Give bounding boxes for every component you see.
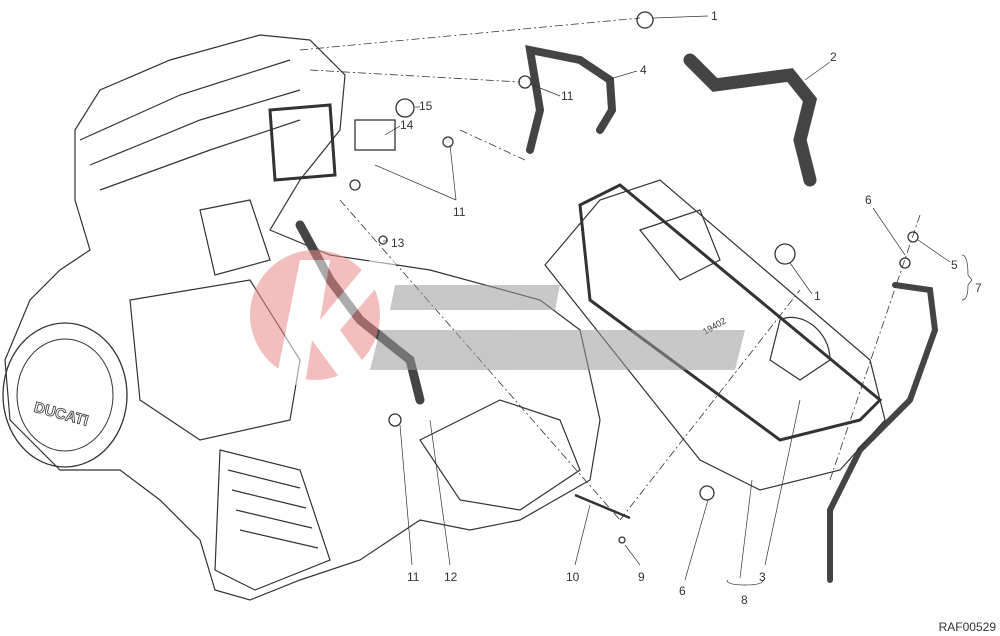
callout-13: 13 (391, 236, 405, 250)
fitting-5 (907, 231, 919, 243)
clamp-1b (774, 243, 796, 265)
callout-5: 5 (951, 258, 958, 272)
callout-1: 1 (814, 289, 821, 303)
callout-14: 14 (400, 118, 414, 132)
engine-block (4, 34, 601, 601)
clutch-cover: DUCATI (2, 322, 128, 468)
callout-11: 11 (407, 570, 420, 584)
callout-6: 6 (865, 193, 872, 207)
cover-gasket (578, 183, 883, 442)
callout-2: 2 (830, 50, 837, 64)
grommet-6 (699, 485, 715, 501)
plug-15 (395, 98, 415, 118)
hose-7 (827, 282, 939, 583)
ducati-logo: DUCATI (32, 399, 90, 430)
clamp-1 (636, 11, 654, 29)
callout-11: 11 (453, 205, 466, 219)
callout-12: 12 (444, 570, 458, 584)
hose-2 (683, 53, 818, 187)
stud-10 (574, 493, 631, 520)
callout-6: 6 (679, 584, 686, 598)
small-parts (349, 11, 919, 544)
leader-lines (374, 15, 973, 586)
watermark-logo (250, 250, 745, 385)
callout-1: 1 (711, 9, 718, 23)
valve-14 (354, 119, 396, 151)
callout-10: 10 (566, 570, 580, 584)
drawing-code: RAF00529 (938, 620, 996, 634)
callout-15: 15 (419, 99, 433, 113)
callout-3: 3 (759, 570, 766, 584)
screw-13 (378, 235, 388, 245)
callout-11: 11 (561, 89, 574, 103)
callout-8: 8 (741, 593, 748, 607)
hose-4 (525, 44, 617, 154)
oil-cooler (214, 449, 331, 591)
clamp-11 (518, 75, 532, 89)
callout-7: 7 (975, 281, 982, 295)
callout-4: 4 (640, 63, 647, 77)
callout-9: 9 (638, 570, 645, 584)
screw-9 (618, 536, 626, 544)
